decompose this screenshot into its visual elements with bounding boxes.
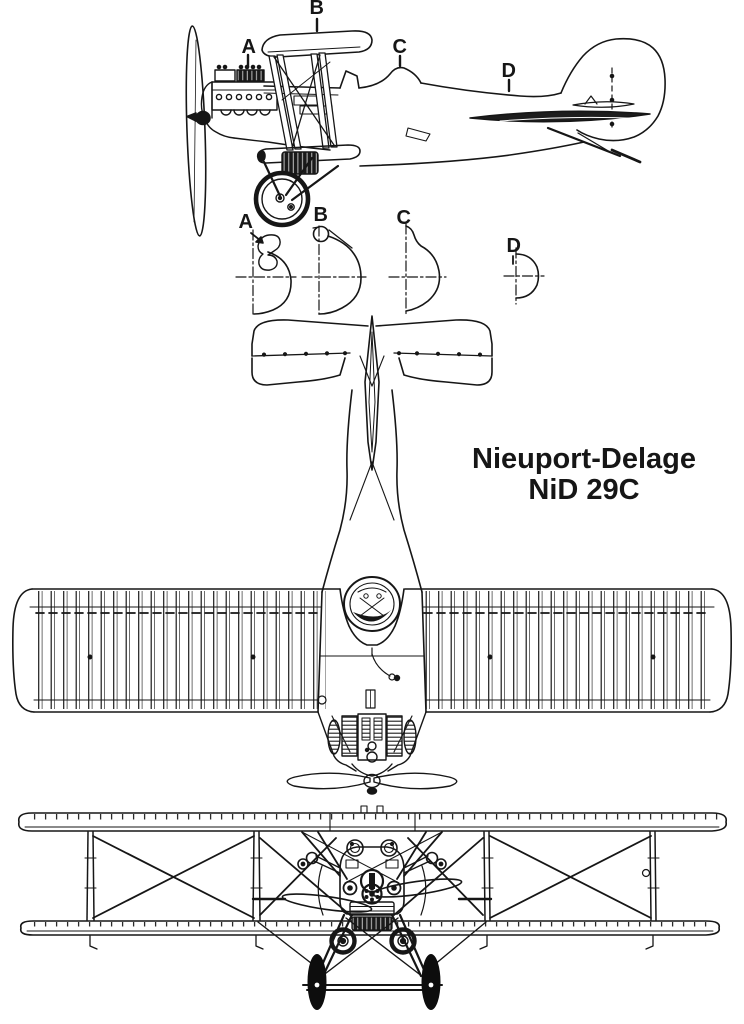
front-upper-wing	[17, 805, 728, 832]
plan-tailplane	[251, 319, 493, 386]
side-upper-wing	[261, 30, 373, 58]
plan-cockpit	[317, 576, 405, 709]
plan-fin	[349, 315, 395, 521]
title-line-2: NiD 29C	[528, 474, 640, 506]
side-callout-a: A	[241, 36, 257, 58]
side-propeller	[185, 25, 211, 237]
side-tailskid	[546, 126, 642, 164]
front-cabane	[301, 831, 443, 884]
section-a	[235, 229, 297, 315]
front-propeller	[281, 878, 463, 913]
side-struts	[268, 52, 338, 151]
side-callout-b: B	[309, 0, 325, 19]
title-line-1: Nieuport-Delage	[472, 443, 696, 475]
drawing-title: Nieuport-Delage NiD 29C	[438, 444, 730, 506]
side-view	[185, 17, 666, 237]
top-view	[12, 315, 732, 795]
side-callout-d: D	[501, 60, 517, 82]
section-label-c: C	[396, 207, 412, 229]
section-label-a: A	[238, 211, 254, 233]
plan-engine	[317, 711, 427, 777]
front-view	[17, 805, 728, 1010]
cross-sections	[235, 223, 545, 315]
side-wheel	[253, 170, 311, 228]
side-tailplane	[469, 95, 651, 123]
front-bracing-wires	[92, 835, 652, 919]
section-d	[503, 247, 545, 305]
section-c	[388, 223, 447, 315]
side-engine	[200, 64, 278, 139]
side-lower-wing	[256, 144, 361, 164]
section-b	[301, 225, 367, 315]
plan-fuselage	[317, 389, 427, 713]
section-label-d: D	[506, 235, 522, 257]
front-struts	[84, 831, 660, 950]
side-callout-c: C	[392, 36, 408, 58]
side-radiator	[281, 151, 319, 175]
plan-wing	[12, 588, 732, 713]
front-landing-gear	[257, 913, 487, 1010]
front-engine	[297, 839, 447, 931]
side-fin-rudder	[560, 37, 666, 142]
plan-propeller	[286, 772, 458, 795]
section-label-b: B	[313, 204, 329, 226]
